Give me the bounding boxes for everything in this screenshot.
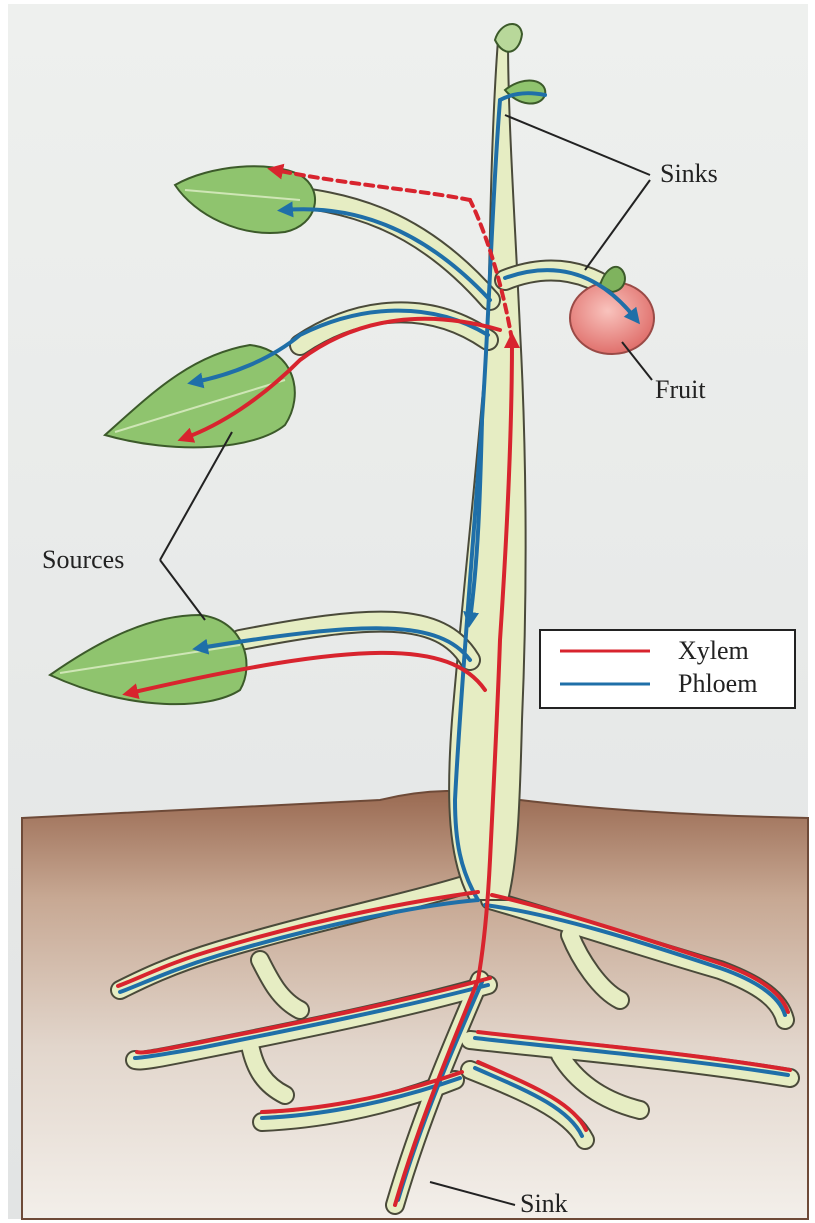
legend: Xylem Phloem — [540, 630, 795, 708]
fruit-label: Fruit — [655, 375, 706, 404]
sources-label: Sources — [42, 545, 124, 574]
legend-phloem-label: Phloem — [678, 669, 757, 698]
sink-label: Sink — [520, 1189, 568, 1218]
sinks-label: Sinks — [660, 159, 718, 188]
legend-xylem-label: Xylem — [678, 636, 749, 665]
